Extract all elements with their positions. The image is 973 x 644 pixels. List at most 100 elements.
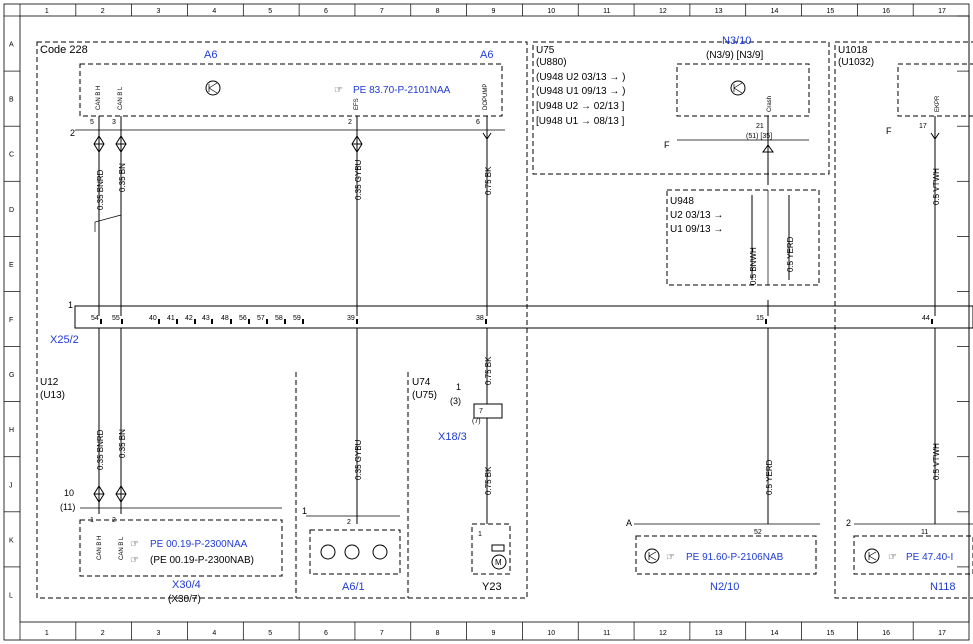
a6-region-frame (36, 41, 528, 599)
x18-3-label: X18/3 (438, 431, 467, 443)
wire-label-bnrd-top: 0.35 BNRD (96, 169, 105, 210)
x25-pin-number: 55 (112, 315, 120, 322)
conn-11: (11) (60, 502, 75, 512)
upper-wires (93, 116, 940, 316)
x25-pin-number: 57 (257, 315, 265, 322)
grid-column-label: 13 (715, 8, 723, 15)
manual-icon: ☞ (666, 552, 675, 563)
a6-left-label: A6 (204, 49, 217, 61)
wire-label-bnwh: 0.5 BNWH (749, 247, 758, 285)
grid-row-label: L (9, 592, 13, 599)
pe-reference-a6: PE 83.70-P-2101NAA (353, 85, 451, 96)
pin-label-dopump: DOPUMP (483, 84, 489, 110)
grid-row-label: B (9, 97, 14, 104)
a6-1-box (309, 529, 401, 575)
x25-pin-number: 38 (476, 315, 484, 322)
wire-label-bk-mid: 0.75 BK (484, 356, 493, 385)
u75-sub: (U880) (536, 57, 567, 68)
transistor-icon (730, 80, 746, 96)
n2-pe: PE 91.60-P-2106NAB (686, 552, 784, 563)
u1018-sub: (U1032) (838, 57, 874, 68)
column-ruler: 1122334455667788991010111112121313141415… (19, 4, 946, 640)
grid-column-label: 1 (45, 630, 49, 637)
n2-a: A (626, 518, 632, 528)
x18-pin-7: 7 (479, 408, 483, 415)
x25-pin-mark (100, 319, 102, 324)
x25-pin-mark (211, 319, 213, 324)
x25-pin-number: 15 (756, 315, 764, 322)
x25-pin-number: 48 (221, 315, 229, 322)
x25-pin-mark (121, 319, 123, 324)
grid-column-label: 12 (659, 8, 667, 15)
grid-column-label: 10 (547, 8, 555, 15)
y23-box (471, 523, 511, 575)
crash-pin-num: 21 (756, 123, 764, 130)
x25-pin-mark (302, 319, 304, 324)
grid-column-label: 11 (603, 630, 610, 637)
pin-label-canbl: CAN B L (118, 86, 124, 110)
grid-column-label: 2 (101, 630, 105, 637)
x25-pin-mark (230, 319, 232, 324)
x30-pe-2: (PE 00.19-P-2300NAB) (150, 555, 254, 566)
grid-row-label: H (9, 427, 14, 434)
manual-icon: ☞ (130, 539, 139, 550)
grid-column-label: 15 (826, 8, 834, 15)
x25-pin-number: 41 (167, 315, 175, 322)
grid-column-label: 3 (157, 8, 161, 15)
manual-icon: ☞ (888, 552, 897, 563)
n2-10-label: N2/10 (710, 581, 739, 593)
transistor-icon (644, 548, 660, 564)
y23-label: Y23 (482, 581, 502, 593)
x25-pin-number: 39 (347, 315, 355, 322)
grid-column-label: 16 (882, 8, 890, 15)
transistor-icon (205, 80, 221, 96)
wire-label-gybu-bottom: 0.35 GYBU (354, 439, 363, 480)
u948-title: U948 (670, 196, 694, 207)
wire-label-yerd-bottom: 0.5 YERD (765, 459, 774, 495)
a6-module-box (79, 63, 503, 117)
x25-2-connector (74, 305, 973, 329)
grid-row-label: G (9, 372, 14, 379)
u1018-module-box (897, 63, 973, 117)
pin-label-canbh: CAN B H (96, 86, 102, 110)
x25-pin-mark (765, 319, 767, 324)
grid-column-label: 13 (715, 630, 723, 637)
x30-4-box (79, 519, 283, 577)
u74-label: U74 (412, 377, 431, 388)
u75-title: U75 (536, 45, 555, 56)
x25-2-label: X25/2 (50, 334, 79, 346)
x30-7-label: (X30/7) (168, 594, 201, 605)
grid-column-label: 6 (324, 8, 328, 15)
x25-pin-mark (266, 319, 268, 324)
x18-3-connector (473, 403, 503, 419)
crash-pin-alt: (51) [35] (746, 133, 772, 140)
crash-pin-label: Crash (767, 96, 773, 112)
wire-label-bk-bottom: 0.75 BK (484, 466, 493, 495)
grid-column-label: 14 (771, 8, 779, 15)
a6-1-pin-one: 1 (302, 506, 307, 516)
grid-row-label: K (9, 537, 14, 544)
manual-icon: ☞ (334, 85, 343, 96)
grid-row-label: D (9, 207, 14, 214)
code-label: Code 228 (40, 44, 88, 56)
lower-wires (93, 328, 936, 524)
u948-box (666, 189, 820, 286)
grid-column-label: 16 (882, 630, 890, 637)
x18-pin-1: 1 (456, 382, 461, 392)
ekpr-pin-label: EKPR (935, 95, 941, 112)
u1018-title: U1018 (838, 45, 868, 56)
svg-text:M: M (495, 558, 502, 567)
motor-icon: M (491, 544, 507, 570)
u12-label: U12 (40, 377, 59, 388)
grid-row-label: J (9, 482, 13, 489)
x25-pin-mark (931, 319, 933, 324)
grid-column-label: 4 (212, 630, 216, 637)
u75-line-3: [U948 U2 → 02/13 ] (536, 101, 625, 112)
wire-label-bn-bottom: 0.35 BN (118, 429, 127, 458)
u948-line-1: U2 03/13 → (670, 210, 723, 221)
grid-column-label: 9 (492, 630, 496, 637)
grid-column-label: 5 (268, 8, 272, 15)
grid-column-label: 2 (101, 8, 105, 15)
